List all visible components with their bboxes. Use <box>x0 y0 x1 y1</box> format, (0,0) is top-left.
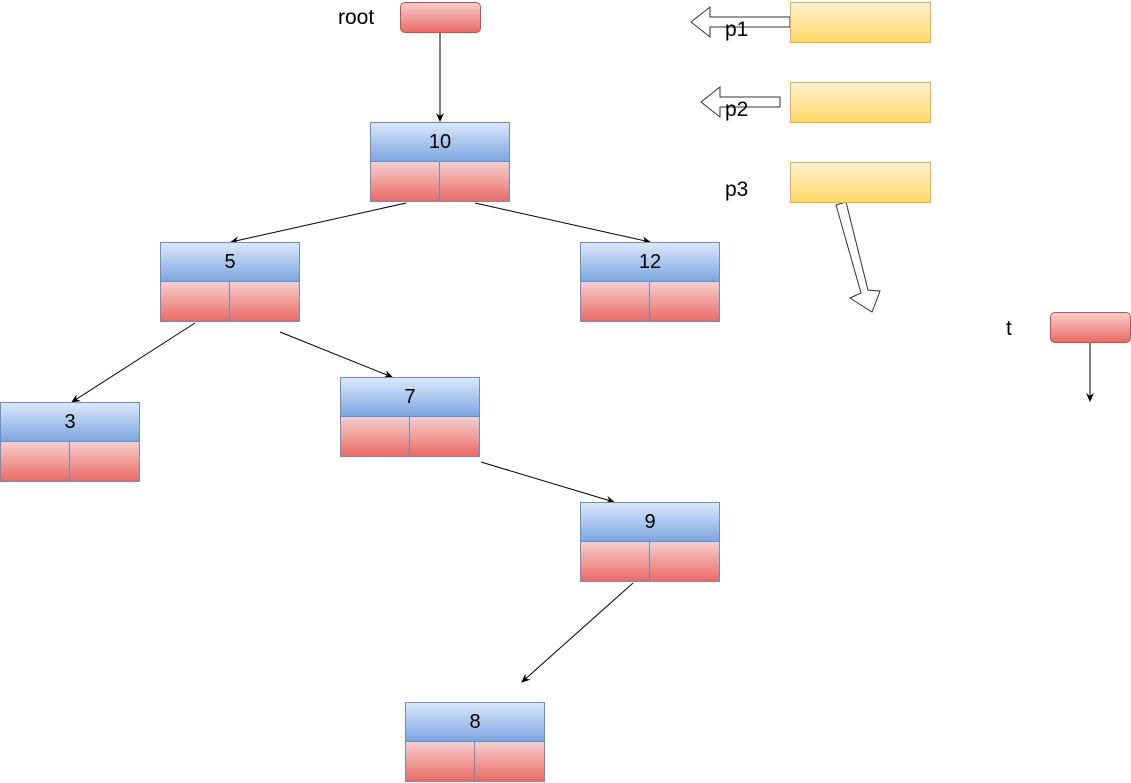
edge-7-to-9 <box>480 461 615 504</box>
right-child-slot <box>650 542 720 582</box>
edge-10-to-12 <box>474 202 651 245</box>
left-child-slot <box>580 282 650 322</box>
right-child-slot <box>650 282 720 322</box>
left-child-slot <box>580 542 650 582</box>
tree-node-7[interactable]: 7 <box>340 377 480 457</box>
tree-node-3[interactable]: 3 <box>0 402 140 482</box>
t-pointer-box[interactable] <box>1050 312 1131 343</box>
right-child-slot <box>410 417 480 457</box>
p2-label: p2 <box>725 98 749 121</box>
p1-box[interactable] <box>790 2 931 43</box>
tree-node-5[interactable]: 5 <box>160 242 300 322</box>
node-value: 10 <box>370 122 510 162</box>
tree-node-8[interactable]: 8 <box>405 702 545 782</box>
p3-box[interactable] <box>790 162 931 203</box>
p3-label: p3 <box>725 178 749 201</box>
right-child-slot <box>475 742 545 782</box>
p2-arrow-icon <box>700 85 781 119</box>
p1-label: p1 <box>725 18 749 41</box>
left-child-slot <box>370 162 440 202</box>
node-value: 5 <box>160 242 300 282</box>
node-value: 9 <box>580 502 720 542</box>
node-value: 8 <box>405 702 545 742</box>
edge-10-to-5 <box>230 202 407 245</box>
node-value: 12 <box>580 242 720 282</box>
p2-box[interactable] <box>790 82 931 123</box>
tree-node-9[interactable]: 9 <box>580 502 720 582</box>
edge-9-to-8 <box>521 582 634 683</box>
p3-arrow-icon <box>835 201 881 313</box>
right-child-slot <box>70 442 140 482</box>
left-child-slot <box>405 742 475 782</box>
left-child-slot <box>340 417 410 457</box>
root-pointer-box[interactable] <box>400 2 481 33</box>
tree-node-12[interactable]: 12 <box>580 242 720 322</box>
node-value: 7 <box>340 377 480 417</box>
t-label: t <box>1006 317 1012 340</box>
right-child-slot <box>230 282 300 322</box>
tree-node-10[interactable]: 10 <box>370 122 510 202</box>
p1-arrow-icon <box>690 5 791 39</box>
root-label: root <box>338 6 375 29</box>
node-value: 3 <box>0 402 140 442</box>
right-child-slot <box>440 162 510 202</box>
left-child-slot <box>160 282 230 322</box>
left-child-slot <box>0 442 70 482</box>
edge-5-to-7 <box>279 331 393 378</box>
edge-5-to-3 <box>71 322 196 403</box>
